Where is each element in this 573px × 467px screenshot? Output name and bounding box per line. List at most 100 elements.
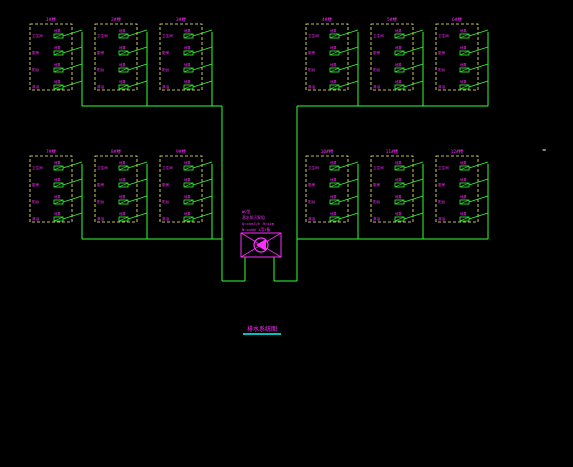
group-box bbox=[305, 155, 349, 223]
fixture-icon-slash bbox=[183, 33, 194, 39]
fixture-tag: 地漏 bbox=[395, 62, 401, 67]
fixture-icon-slash bbox=[183, 199, 194, 205]
branch-pipe bbox=[403, 161, 424, 169]
fixture-tag: 地漏 bbox=[330, 177, 336, 182]
fixture-tag: 地漏 bbox=[119, 211, 125, 216]
fixture-icon-slash bbox=[394, 199, 405, 205]
fixture-tag: 地漏 bbox=[395, 160, 401, 165]
branch-pipe bbox=[127, 63, 148, 71]
row-label: 淋浴 bbox=[373, 84, 381, 89]
row-label: 淋浴 bbox=[308, 216, 316, 221]
fixture-icon-slash bbox=[53, 50, 64, 56]
row-label: 阳台 bbox=[162, 67, 170, 72]
row-label: 厨房 bbox=[32, 182, 40, 187]
group-label: 6#楼 bbox=[452, 16, 462, 23]
row-label: 淋浴 bbox=[97, 84, 105, 89]
fixture-icon-slash bbox=[183, 50, 194, 56]
fixture-tag: 地漏 bbox=[54, 62, 60, 67]
row-label: 卫生间 bbox=[97, 165, 108, 170]
fixture-icon-slash bbox=[183, 182, 194, 188]
pump-label-line: WQ型 bbox=[242, 209, 251, 214]
fixture-icon-slash bbox=[53, 84, 64, 90]
fixture-tag: 地漏 bbox=[330, 79, 336, 84]
fixture-tag: 地漏 bbox=[460, 160, 466, 165]
row-label: 淋浴 bbox=[97, 216, 105, 221]
row-label: 卫生间 bbox=[308, 33, 319, 38]
branch-pipe bbox=[192, 29, 213, 37]
branch-pipe bbox=[192, 80, 213, 88]
main-pipes bbox=[81, 98, 489, 282]
branch-pipe bbox=[403, 212, 424, 220]
fixture-icon-slash bbox=[394, 165, 405, 171]
branch-pipe bbox=[338, 195, 359, 203]
fixture-icon-slash bbox=[183, 67, 194, 73]
row-label: 阳台 bbox=[373, 199, 381, 204]
branch-pipe bbox=[338, 212, 359, 220]
fixture-icon-slash bbox=[329, 216, 340, 222]
branch-pipe bbox=[468, 212, 489, 220]
row-label: 厨房 bbox=[308, 182, 316, 187]
row-label: 卫生间 bbox=[438, 33, 449, 38]
group-box bbox=[29, 155, 73, 223]
fixture-icon-slash bbox=[394, 67, 405, 73]
fixture-tag: 地漏 bbox=[54, 177, 60, 182]
row-label: 卫生间 bbox=[32, 33, 43, 38]
branch-pipe bbox=[338, 46, 359, 54]
branch-pipe bbox=[192, 63, 213, 71]
group-label: 8#楼 bbox=[111, 148, 121, 155]
row-label: 淋浴 bbox=[438, 216, 446, 221]
row-label: 阳台 bbox=[97, 67, 105, 72]
branch-pipe bbox=[62, 46, 83, 54]
fixture-icon-slash bbox=[394, 182, 405, 188]
fixture-tag: 地漏 bbox=[460, 45, 466, 50]
row-label: 淋浴 bbox=[162, 216, 170, 221]
branch-pipe bbox=[468, 80, 489, 88]
fixture-tag: 地漏 bbox=[395, 194, 401, 199]
branch-pipe bbox=[403, 46, 424, 54]
group-box bbox=[370, 155, 414, 223]
fixture-tag: 地漏 bbox=[54, 160, 60, 165]
branch-pipe bbox=[127, 161, 148, 169]
fixture-icon-slash bbox=[329, 33, 340, 39]
group-box bbox=[435, 155, 479, 223]
fixture-tag: 地漏 bbox=[395, 177, 401, 182]
fixture-tag: 地漏 bbox=[119, 79, 125, 84]
fixture-tag: 地漏 bbox=[184, 211, 190, 216]
group-box bbox=[94, 155, 138, 223]
fixture-tag: 地漏 bbox=[119, 177, 125, 182]
fixture-icon-slash bbox=[118, 67, 129, 73]
fixture-icon-slash bbox=[53, 33, 64, 39]
row-label: 厨房 bbox=[373, 50, 381, 55]
fixture-tag: 地漏 bbox=[460, 194, 466, 199]
fixture-icon-slash bbox=[118, 84, 129, 90]
fixture-tag: 地漏 bbox=[395, 28, 401, 33]
fixture-icon-slash bbox=[459, 182, 470, 188]
fixture-tag: 地漏 bbox=[184, 62, 190, 67]
branch-pipe bbox=[192, 195, 213, 203]
fixture-icon-slash bbox=[329, 182, 340, 188]
fixture-tag: 地漏 bbox=[330, 62, 336, 67]
branch-pipe bbox=[62, 161, 83, 169]
fixture-icon-slash bbox=[329, 67, 340, 73]
row-label: 淋浴 bbox=[32, 216, 40, 221]
fixture-tag: 地漏 bbox=[119, 62, 125, 67]
branch-pipe bbox=[62, 195, 83, 203]
fixture-tag: 地漏 bbox=[54, 28, 60, 33]
group-label: 9#楼 bbox=[176, 148, 186, 155]
fixture-tag: 地漏 bbox=[330, 28, 336, 33]
group-box bbox=[435, 23, 479, 91]
row-label: 厨房 bbox=[32, 50, 40, 55]
group-box bbox=[159, 155, 203, 223]
branch-pipe bbox=[338, 178, 359, 186]
row-label: 卫生间 bbox=[308, 165, 319, 170]
fixture-tag: 地漏 bbox=[330, 211, 336, 216]
